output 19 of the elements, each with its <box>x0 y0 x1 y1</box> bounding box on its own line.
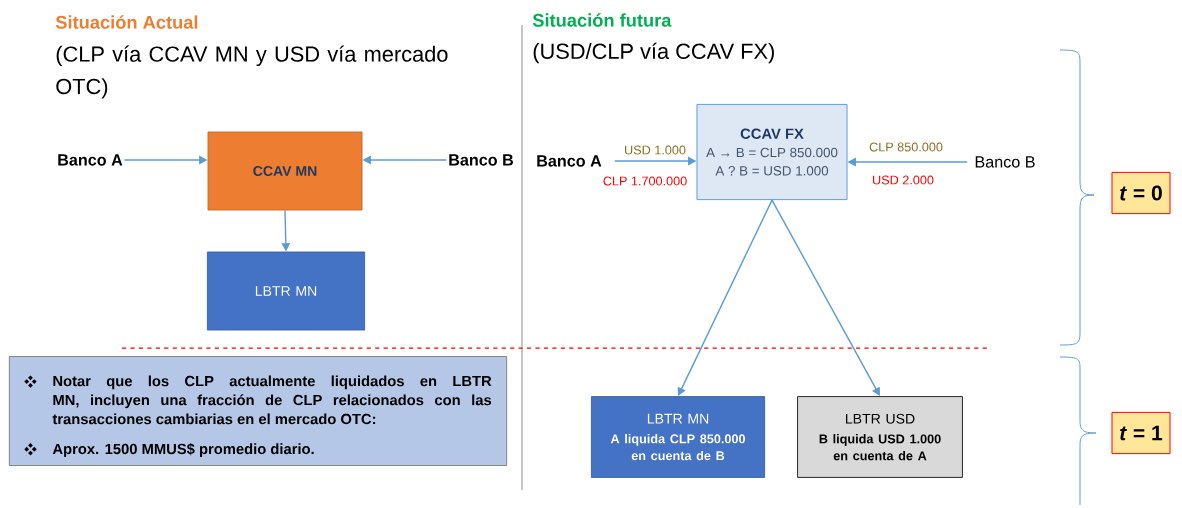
heading: Situación futura <box>532 13 672 27</box>
settlement-box: LBTR USD B liquida USD 1.000 en cuenta de A <box>797 396 963 478</box>
bank-label: Banco B <box>975 156 1035 168</box>
amount-label: USD 2.000 <box>873 175 934 185</box>
clearing-house-box: CCAV FX A → B = CLP 850.000 A ? B = USD 1.000 <box>696 103 848 201</box>
edge-label: USD 1.000 <box>622 144 688 156</box>
bank-label: Banco A <box>58 154 123 166</box>
subheading: (USD/CLP vía CCAV FX) <box>533 42 774 64</box>
note-box: Notar que los CLP actualmente liquidados en LBTR MN, incluyen una fracción de CLP relacionados con las transacciones cambiarias en el mercado OTC: Aprox. 1500 MMUS$ promedio diario. <box>8 356 508 466</box>
time-box: t = 1 <box>1111 411 1171 455</box>
time-box: t = 0 <box>1111 171 1171 215</box>
bank-label: Banco A <box>537 155 602 167</box>
settlement-box: LBTR MN A liquida CLP 850.000 en cuenta de B <box>590 396 766 478</box>
edge-label: CLP 850.000 <box>867 141 945 153</box>
heading: Situación Actual <box>55 15 198 29</box>
bank-label: Banco B <box>449 154 514 166</box>
subheading: (CLP vía CCAV MN y USD vía mercado OTC) <box>56 45 448 99</box>
settlement-box: LBTR MN <box>206 251 366 331</box>
clearing-house-box: CCAV MN <box>207 131 363 211</box>
